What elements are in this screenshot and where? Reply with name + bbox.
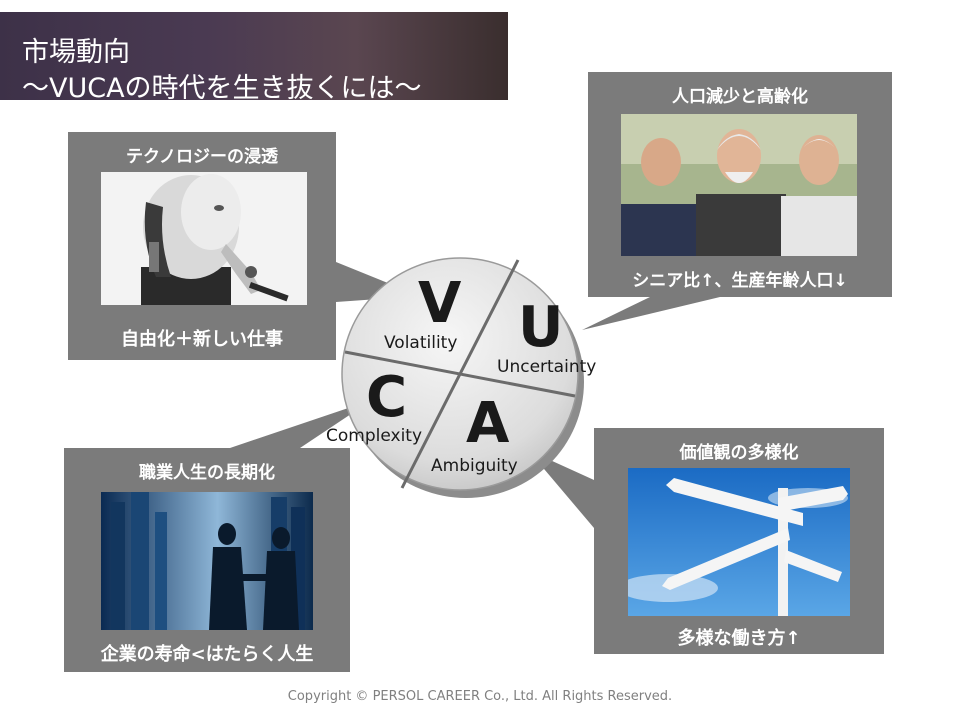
- vuca-word-uncertainty: Uncertainty: [497, 357, 596, 377]
- vuca-word-complexity: Complexity: [326, 426, 422, 446]
- vuca-letter-c: C: [366, 370, 407, 426]
- vuca-letter-v: V: [418, 276, 461, 332]
- copyright-footer: Copyright © PERSOL CAREER Co., Ltd. All …: [0, 689, 960, 704]
- vuca-word-volatility: Volatility: [384, 333, 457, 353]
- vuca-word-ambiguity: Ambiguity: [431, 456, 518, 476]
- vuca-letter-u: U: [518, 300, 563, 356]
- vuca-letter-a: A: [466, 396, 509, 452]
